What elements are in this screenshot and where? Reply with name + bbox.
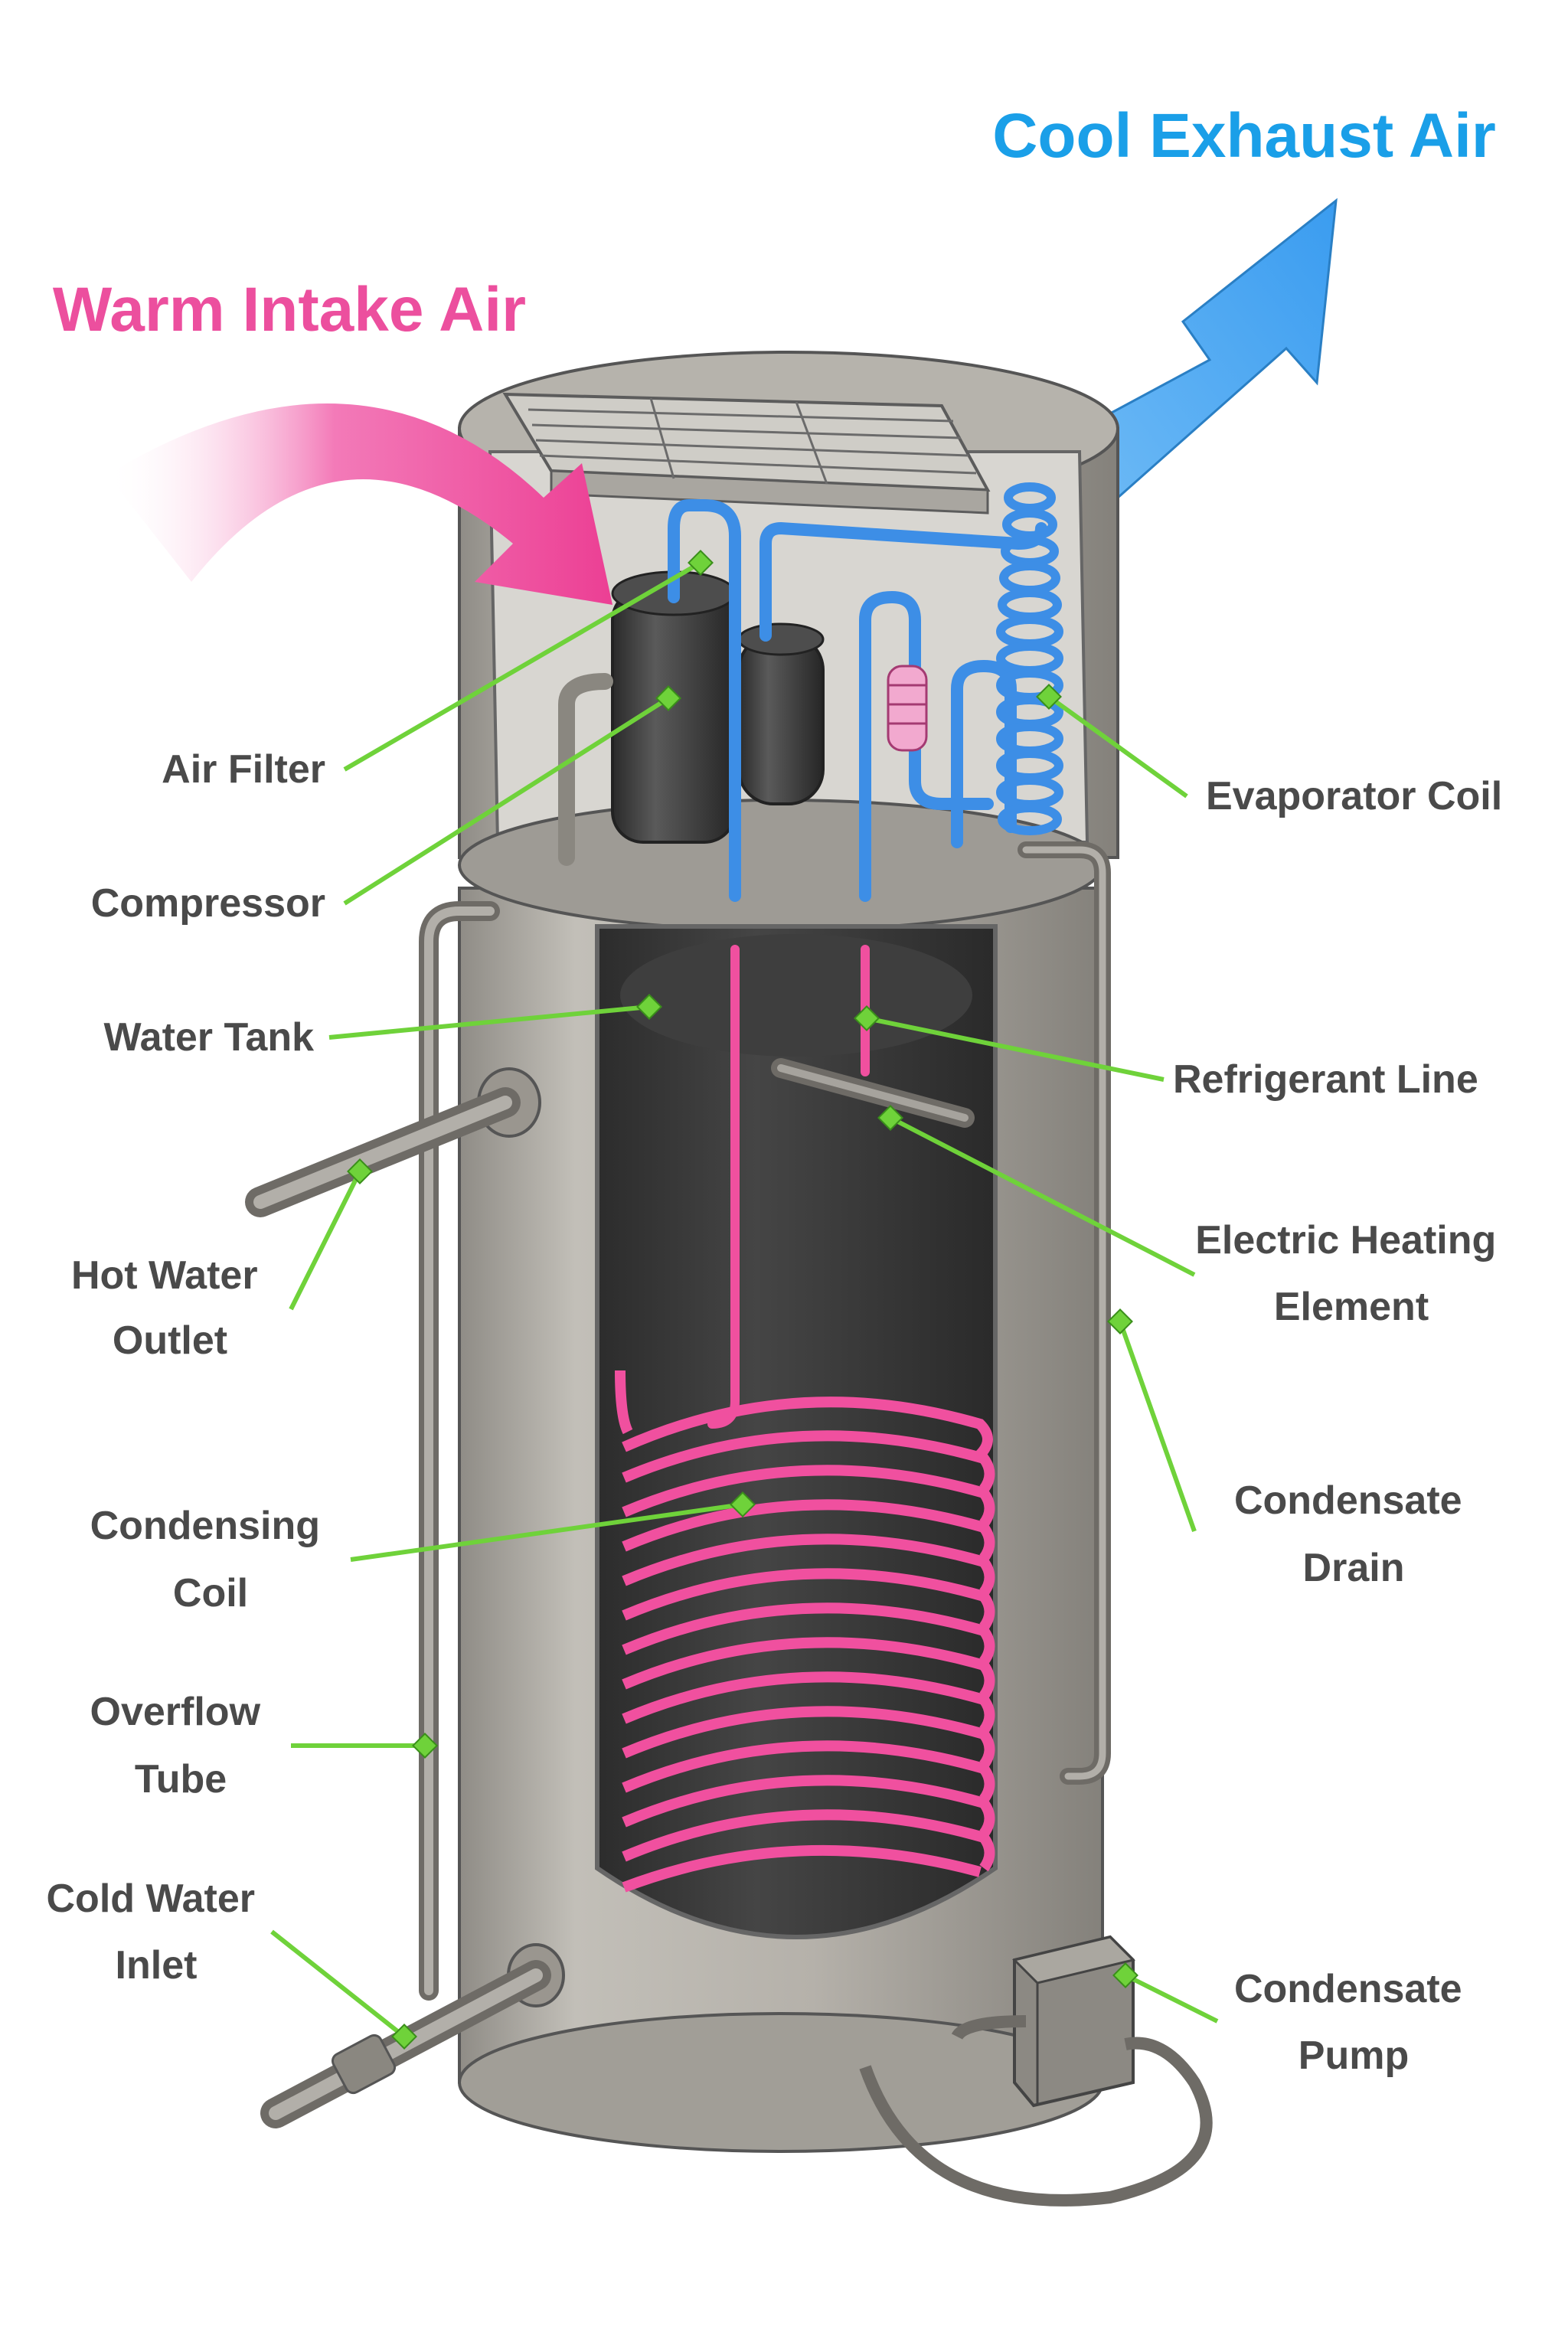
callout-evaporator-coil xyxy=(1047,694,1188,799)
compressor-unit xyxy=(558,570,825,866)
label-water-tank: Water Tank xyxy=(104,1015,315,1060)
label-compressor: Compressor xyxy=(91,881,325,926)
overflow-tube-graphic xyxy=(419,901,500,2001)
heading-cool-exhaust-air: Cool Exhaust Air xyxy=(992,101,1496,171)
condensate-pump-graphic xyxy=(859,1935,1213,2207)
label-condensate-pump: Condensate Pump xyxy=(1234,1967,1473,2078)
callout-markers xyxy=(347,550,1138,2050)
label-overflow-tube: Overflow Tube xyxy=(90,1690,272,1802)
intake-arrow xyxy=(107,403,612,605)
callout-electric-heating-element xyxy=(889,1116,1196,1277)
callout-condensate-drain xyxy=(1118,1320,1197,1533)
label-condensing-coil: Condensing Coil xyxy=(90,1504,332,1615)
label-cold-water-inlet: Cold Water Inlet xyxy=(47,1877,266,1988)
callout-hot-water-outlet xyxy=(289,1170,362,1311)
exhaust-arrow xyxy=(1109,198,1338,501)
callout-compressor xyxy=(343,696,670,906)
label-hot-water-outlet: Hot Water Outlet xyxy=(71,1253,269,1363)
callout-cold-water-inlet xyxy=(270,1929,406,2039)
callout-water-tank xyxy=(328,1004,650,1040)
expansion-valve xyxy=(887,665,928,752)
label-electric-heating-element: Electric Heating Element xyxy=(1195,1218,1507,1329)
evaporator-coil-graphic xyxy=(996,482,1063,835)
callout-lines xyxy=(270,560,1219,2039)
heading-warm-intake-air: Warm Intake Air xyxy=(53,275,526,345)
electric-heating-element-graphic xyxy=(771,1058,975,1128)
callout-air-filter xyxy=(343,560,702,772)
condensing-coil-graphic xyxy=(615,1370,995,1893)
label-evaporator-coil: Evaporator Coil xyxy=(1206,774,1502,818)
condensate-drain-graphic xyxy=(1018,841,1111,1785)
hot-water-outlet-pipe xyxy=(245,1067,541,1217)
callout-condensate-pump xyxy=(1124,1973,1219,2024)
callout-condensing-coil xyxy=(350,1502,743,1562)
label-condensate-drain: Condensate Drain xyxy=(1234,1478,1473,1590)
air-filter-grille xyxy=(502,392,991,514)
label-air-filter: Air Filter xyxy=(162,747,325,792)
callout-refrigerant-line xyxy=(866,1016,1165,1082)
label-refrigerant-line: Refrigerant Line xyxy=(1173,1057,1478,1102)
